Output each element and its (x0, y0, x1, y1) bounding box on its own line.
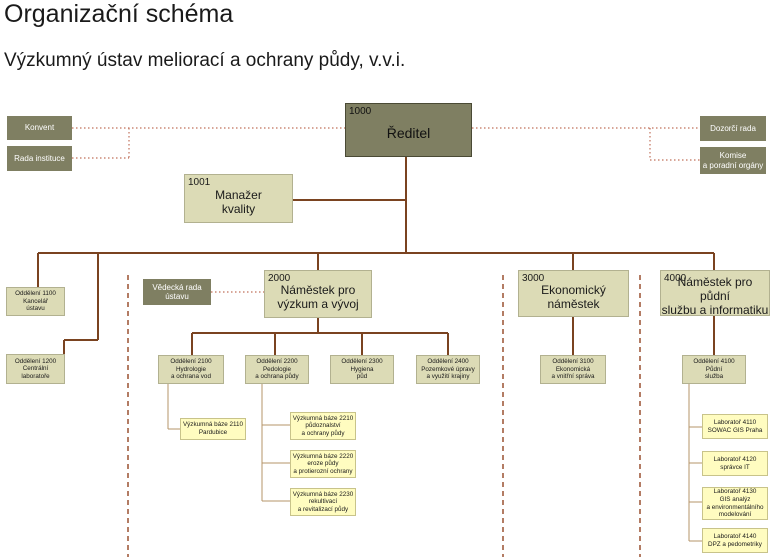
quality-manager-box: 1001 Manažer kvality (184, 174, 293, 223)
komise-box: Komise a poradní orgány (700, 147, 766, 174)
soil-deputy-label: Náměstek pro půdní službu a informatiku (661, 275, 769, 317)
page-subtitle: Výzkumný ústav meliorací a ochrany půdy,… (4, 50, 406, 71)
dozorci-rada-label: Dozorčí rada (710, 123, 756, 133)
vedecka-rada-box: Vědecká rada ústavu (143, 279, 211, 305)
dozorci-rada-box: Dozorčí rada (700, 116, 766, 141)
rada-instituce-box: Rada instituce (7, 146, 72, 171)
department-4100: Oddělení 4100 Půdní služba (682, 355, 746, 384)
quality-manager-label: Manažer kvality (215, 187, 262, 216)
director-label: Ředitel (386, 124, 431, 141)
director-box: 1000 Ředitel (345, 103, 472, 157)
laboratory-4130: Laboratoř 4130 GIS analýz a environmentá… (702, 487, 768, 520)
director-code: 1000 (349, 106, 372, 117)
department-2100: Oddělení 2100 Hydrologie a ochrana vod (158, 355, 224, 384)
research-base-2210: Výzkumná báze 2210 půdoznalství a ochran… (290, 412, 356, 440)
department-3100: Oddělení 3100 Ekonomická a vnitřní správ… (540, 355, 606, 384)
research-deputy-box: 2000 Náměstek pro výzkum a vývoj (264, 270, 372, 318)
research-deputy-code: 2000 (268, 273, 291, 284)
department-2300: Oddělení 2300 Hygiena půd (330, 355, 394, 384)
research-base-2110: Výzkumná báze 2110 Pardubice (180, 418, 246, 440)
quality-manager-code: 1001 (188, 177, 211, 188)
vedecka-rada-label: Vědecká rada ústavu (152, 282, 202, 301)
konvent-label: Konvent (24, 123, 55, 133)
department-2200: Oddělení 2200 Pedologie a ochrana půdy (245, 355, 309, 384)
rada-instituce-label: Rada instituce (14, 153, 65, 163)
soil-deputy-box: 4000 Náměstek pro půdní službu a informa… (660, 270, 770, 317)
konvent-box: Konvent (7, 116, 72, 140)
economic-deputy-code: 3000 (522, 273, 545, 284)
laboratory-4120: Laboratoř 4120 správce IT (702, 451, 768, 476)
department-1100: Oddělení 1100 Kancelář ústavu (6, 287, 65, 316)
research-base-2220: Výzkumná báze 2220 eroze půdy a protiero… (290, 450, 356, 478)
economic-deputy-box: 3000 Ekonomický náměstek (518, 270, 629, 317)
page-title: Organizační schéma (4, 0, 234, 28)
department-2400: Oddělení 2400 Pozemkové úpravy a využití… (416, 355, 480, 384)
soil-deputy-code: 4000 (664, 273, 687, 284)
research-base-2230: Výzkumná báze 2230 rekultivací a revital… (290, 488, 356, 516)
komise-label: Komise a poradní orgány (702, 151, 764, 170)
laboratory-4110: Laboratoř 4110 SOWAC GIS Praha (702, 414, 768, 439)
laboratory-4140: Laboratoř 4140 DPZ a pedometriky (702, 528, 768, 553)
department-1200: Oddělení 1200 Centrální laboratoře (6, 354, 65, 384)
economic-deputy-label: Ekonomický náměstek (541, 282, 606, 311)
research-deputy-label: Náměstek pro výzkum a vývoj (277, 283, 359, 311)
